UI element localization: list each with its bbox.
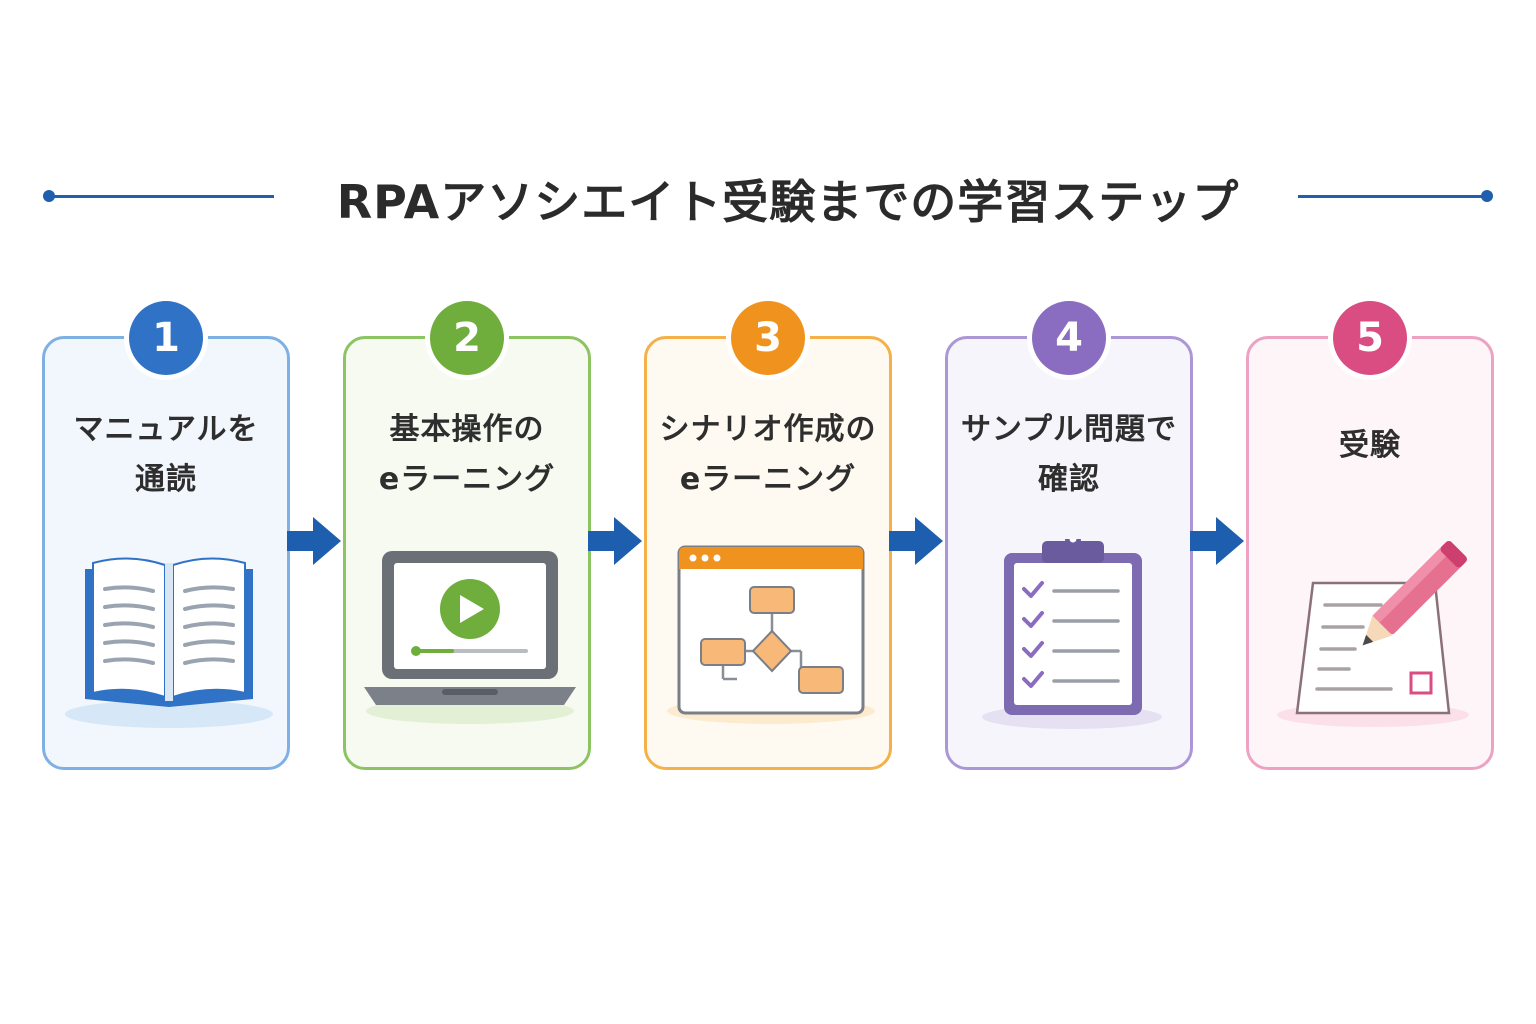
step-number-badge: 2 — [430, 301, 504, 375]
step-card-3: 3 シナリオ作成の eラーニング — [644, 301, 892, 770]
step-label: シナリオ作成の eラーニング — [647, 405, 889, 505]
laptop-video-icon — [364, 551, 576, 724]
arrow-right-icon — [588, 517, 642, 565]
step-card-5: 5 受験 — [1246, 301, 1494, 770]
clipboard-checklist-icon — [982, 539, 1162, 729]
step-label-line2: 通読 — [135, 462, 197, 497]
arrow-right-icon — [1190, 517, 1244, 565]
step-label-line1: シナリオ作成の — [659, 412, 877, 447]
step-label: サンプル問題で 確認 — [948, 405, 1190, 505]
step-card-2: 2 基本操作の eラーニング — [343, 301, 591, 770]
step-label-line1: サンプル問題で — [960, 412, 1178, 447]
step-label-line2: eラーニング — [679, 462, 857, 497]
step-label-line1: マニュアルを — [73, 412, 259, 447]
page-title: RPAアソシエイト受験までの学習ステップ — [336, 175, 1240, 229]
step-label: 受験 — [1249, 421, 1491, 471]
step-number-badge: 4 — [1032, 301, 1106, 375]
step-card-1: 1 マニュアルを 通読 — [42, 301, 290, 770]
arrow-right-icon — [287, 517, 341, 565]
step-label: 基本操作の eラーニング — [346, 405, 588, 505]
title-line-right — [1298, 195, 1486, 198]
title-dot-right — [1481, 190, 1493, 202]
exam-pencil-icon — [1277, 541, 1469, 727]
title-row: RPAアソシエイト受験までの学習ステップ — [0, 160, 1536, 232]
step-label-line2: 確認 — [1038, 462, 1100, 497]
step-number-badge: 1 — [129, 301, 203, 375]
step-label: マニュアルを 通読 — [45, 405, 287, 505]
step-label-line2: eラーニング — [378, 462, 556, 497]
step-number-badge: 3 — [731, 301, 805, 375]
step-number-badge: 5 — [1333, 301, 1407, 375]
step-label-line1: 受験 — [1339, 428, 1401, 463]
step-label-line1: 基本操作の — [389, 412, 545, 447]
step-card-4: 4 サンプル問題で 確認 — [945, 301, 1193, 770]
flowchart-window-icon — [667, 545, 875, 724]
title-line-left — [48, 195, 274, 198]
arrow-right-icon — [889, 517, 943, 565]
open-book-icon — [65, 557, 273, 728]
